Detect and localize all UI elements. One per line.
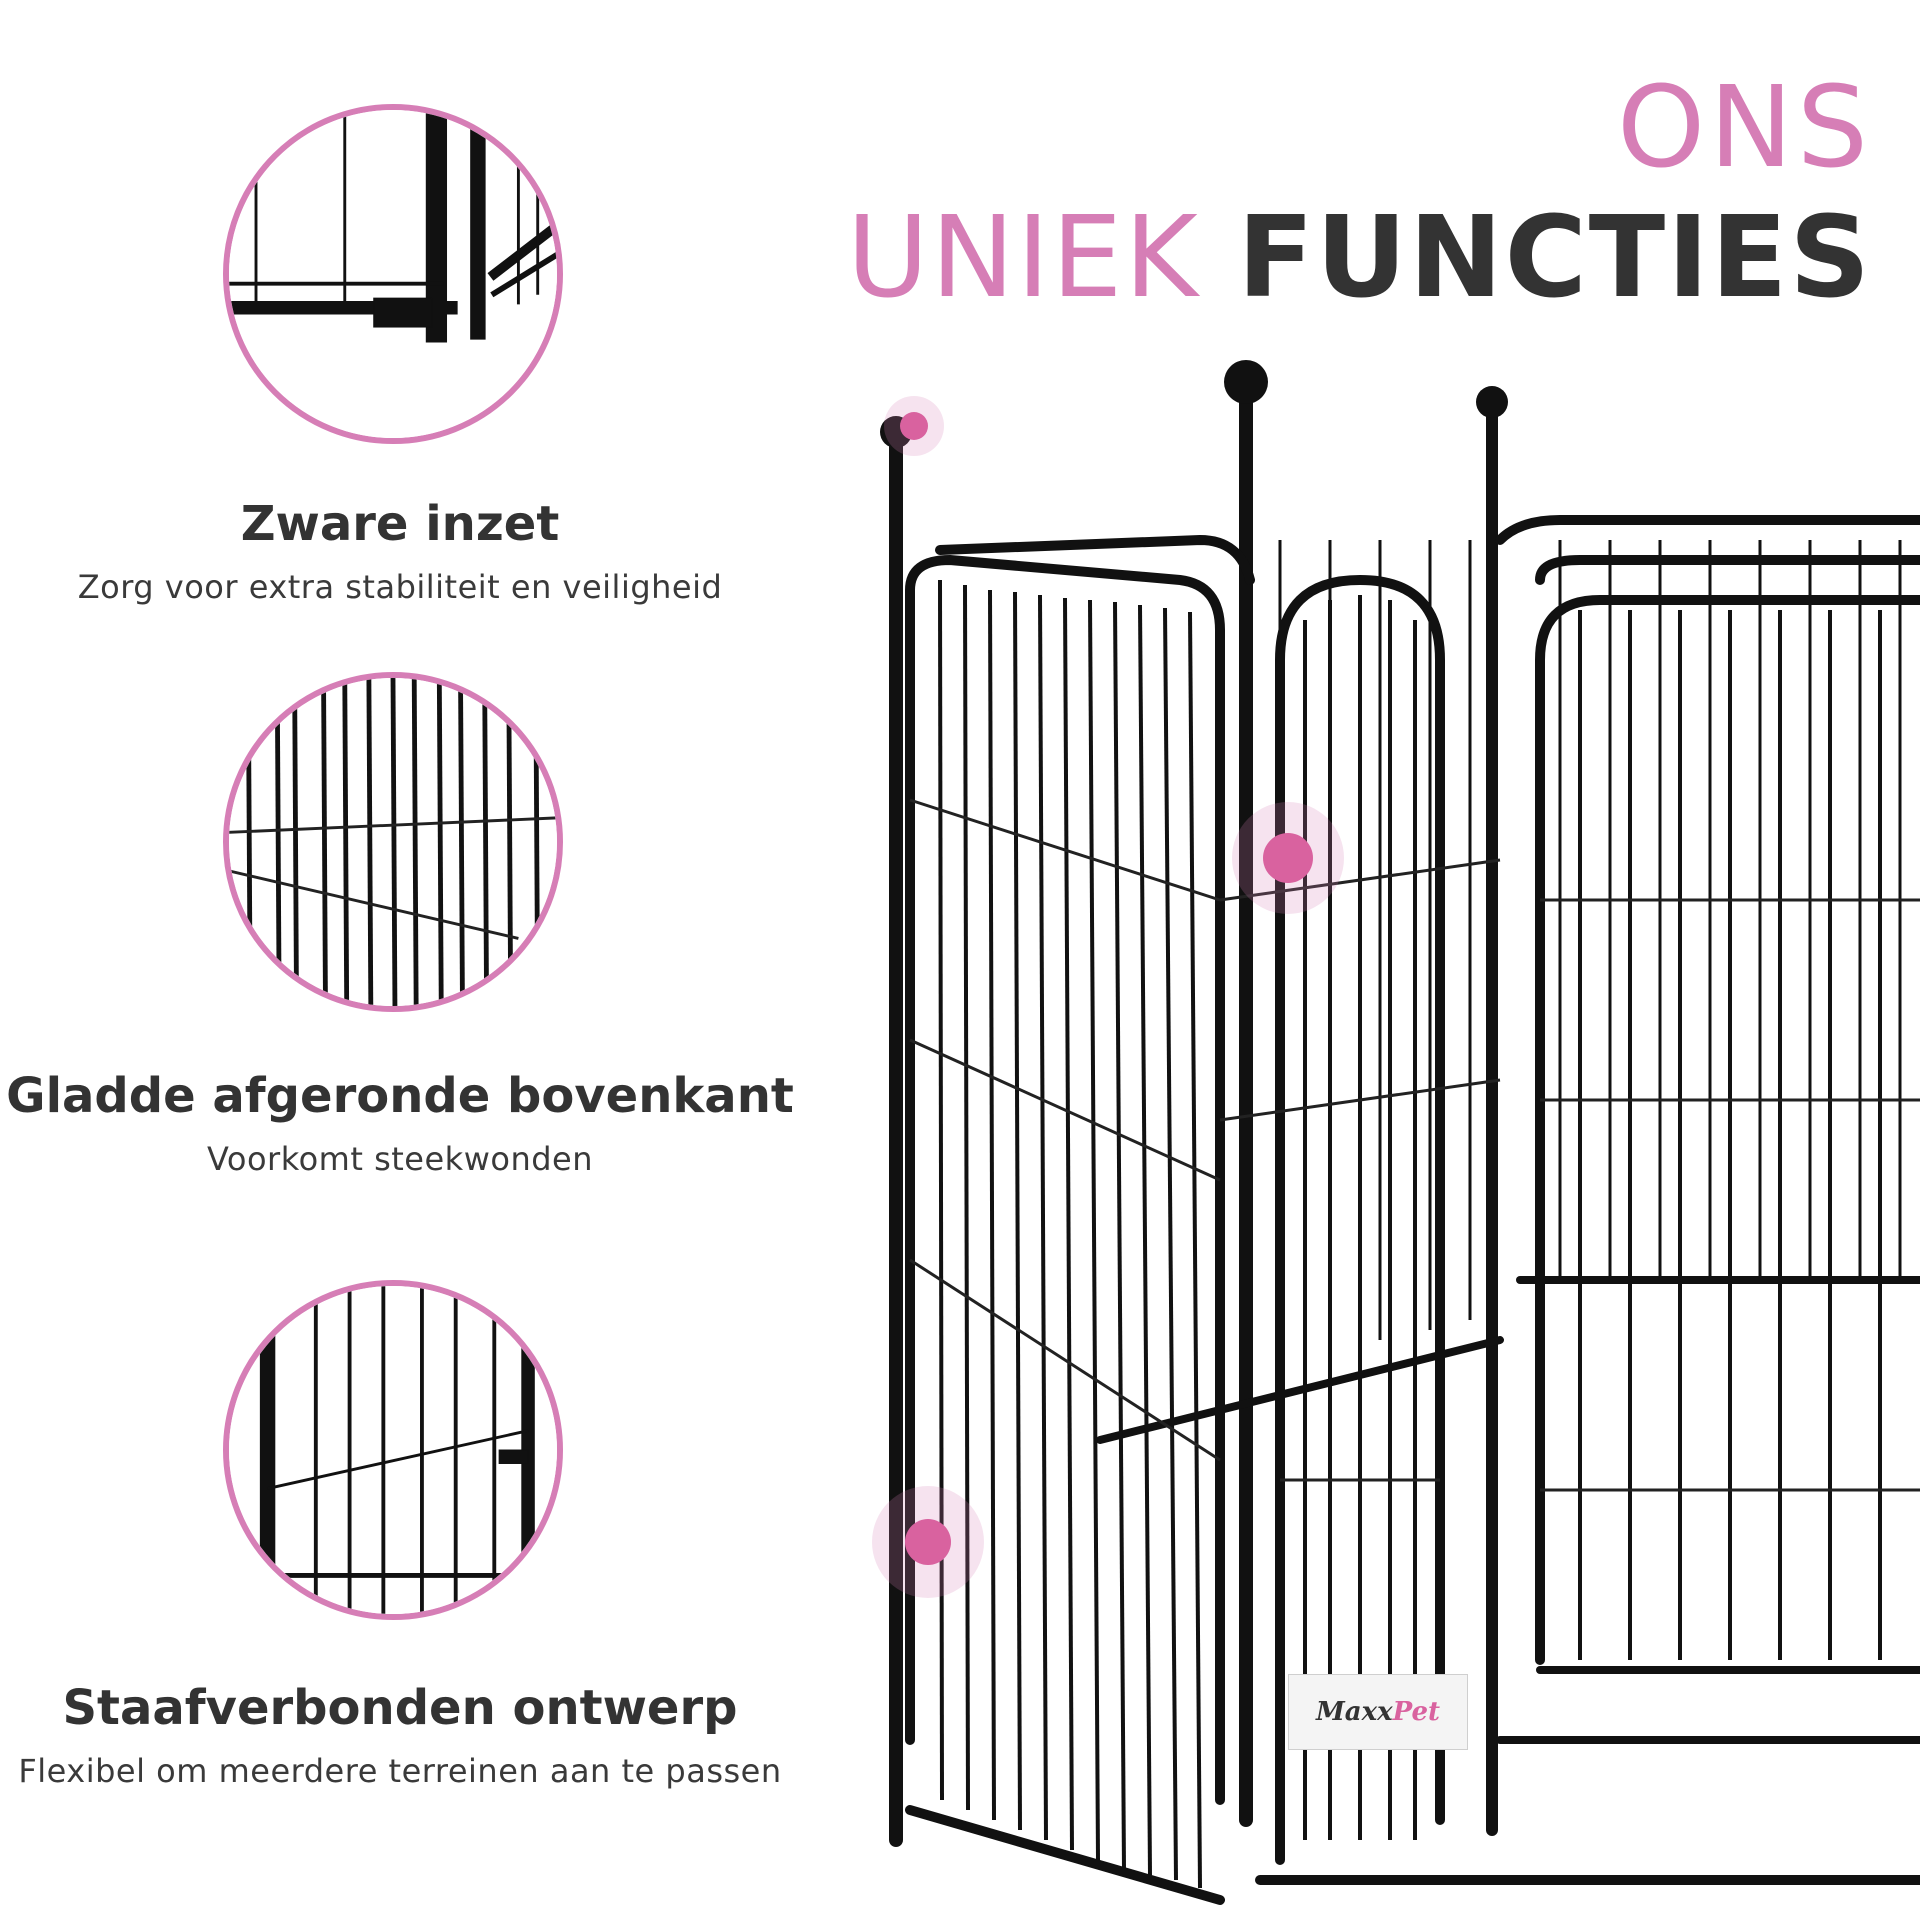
- heading-word-uniek: UNIEK: [846, 193, 1200, 323]
- feature-item-3: Staafverbonden ontwerp Flexibel om meerd…: [0, 1680, 800, 1790]
- logo-text-maxx: Maxx: [1315, 1697, 1393, 1727]
- feature-title: Gladde afgeronde bovenkant: [6, 1068, 794, 1124]
- feature-zoom-heavy-stake: [223, 104, 563, 444]
- heavy-stake-closeup-image: [229, 110, 557, 438]
- feature-description: Zorg voor extra stabiliteit en veilighei…: [77, 568, 723, 606]
- hotspot-rod-connection[interactable]: [1232, 802, 1344, 914]
- feature-description: Voorkomt steekwonden: [206, 1140, 593, 1178]
- logo-text-pet: Pet: [1392, 1697, 1441, 1727]
- feature-title: Zware inzet: [240, 496, 560, 552]
- feature-description: Flexibel om meerdere terreinen aan te pa…: [18, 1752, 782, 1790]
- rod-connection-closeup-image: [229, 1286, 557, 1614]
- heading-word-functies: FUNCTIES: [1237, 193, 1872, 323]
- hotspot-rounded-top[interactable]: [884, 396, 944, 456]
- playpen-illustration: [880, 360, 1920, 1905]
- heading-line-2: UNIEK FUNCTIES: [847, 202, 1872, 314]
- feature-zoom-rounded-top: [223, 672, 563, 1012]
- feature-zoom-rod-connection: [223, 1280, 563, 1620]
- wire-mesh-closeup-image: [229, 678, 557, 1006]
- hotspot-heavy-stake[interactable]: [872, 1486, 984, 1598]
- playpen-product-image: [860, 340, 1920, 1920]
- feature-item-2: Gladde afgeronde bovenkant Voorkomt stee…: [0, 1068, 800, 1178]
- heading-line-1: ONS: [1616, 63, 1872, 193]
- feature-title: Staafverbonden ontwerp: [62, 1680, 738, 1736]
- page-heading: ONS UNIEK FUNCTIES: [847, 72, 1872, 314]
- feature-item-1: Zware inzet Zorg voor extra stabiliteit …: [0, 496, 800, 606]
